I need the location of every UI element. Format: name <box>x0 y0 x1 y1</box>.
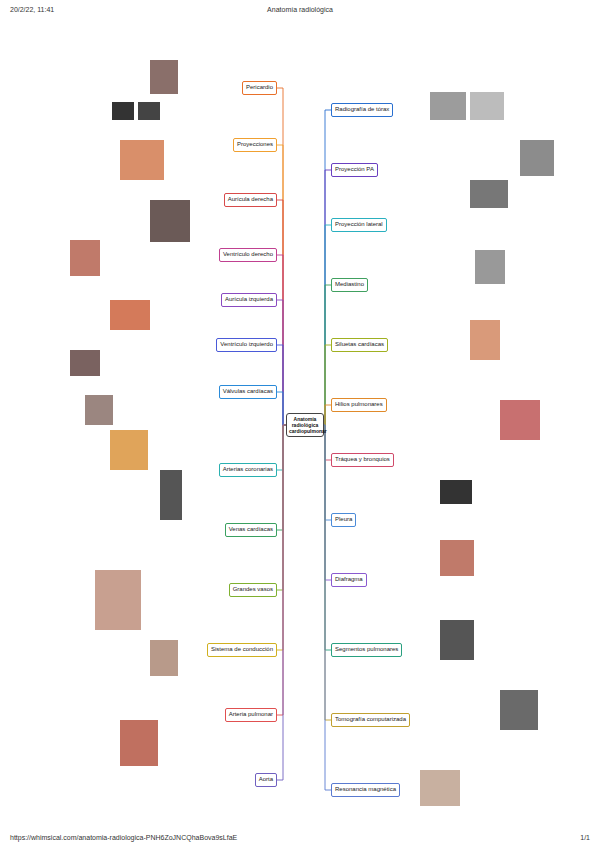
branch-topic: Venas cardíacas <box>225 523 277 536</box>
topic-text: Segmentos pulmonares <box>335 646 398 653</box>
branch-connector <box>277 255 286 425</box>
branch-connector <box>277 425 286 780</box>
branch-connector <box>277 392 286 425</box>
branch-topic: Pericardio <box>242 81 277 94</box>
branch-topic: Aurícula derecha <box>224 193 277 206</box>
branch-topic: Aurícula izquierda <box>221 293 277 306</box>
branch-topic: Válvulas cardíacas <box>219 385 277 398</box>
branch-connector <box>324 110 331 425</box>
topic-text: Venas cardíacas <box>229 526 273 533</box>
branch-topic: Grandes vasos <box>229 583 277 596</box>
topic-text: Proyección PA <box>335 166 374 173</box>
branch-topic: Tomografía computarizada <box>331 713 410 726</box>
topic-text: Aurícula izquierda <box>225 296 273 303</box>
branch-topic: Pleura <box>331 513 356 526</box>
branch-connector <box>277 425 286 650</box>
topic-text: Siluetas cardíacas <box>335 341 384 348</box>
topic-text: Grandes vasos <box>233 586 273 593</box>
branch-topic: Arterias coronarias <box>219 463 277 476</box>
branch-topic: Proyecciones <box>233 138 277 151</box>
branch-topic: Tráquea y bronquios <box>331 453 394 466</box>
topic-text: Arterias coronarias <box>223 466 273 473</box>
branch-topic: Hilios pulmonares <box>331 398 387 411</box>
date-header: 20/2/22, 11:41 <box>10 6 54 13</box>
branch-connector <box>324 170 331 425</box>
branch-connector <box>324 425 331 790</box>
branch-topic: Radiografía de tórax <box>331 103 393 116</box>
topic-text: Anatomía radiológica cardiopulmonar <box>289 416 321 434</box>
branch-connector <box>324 285 331 425</box>
branch-connector <box>277 425 286 470</box>
topic-text: Tomografía computarizada <box>335 716 406 723</box>
branch-connector <box>277 425 286 715</box>
branch-topic: Segmentos pulmonares <box>331 643 402 656</box>
branch-connector <box>324 345 331 425</box>
page-title: Anatomía radiológica <box>267 6 333 13</box>
branch-connector <box>277 425 286 590</box>
topic-text: Hilios pulmonares <box>335 401 383 408</box>
central-topic: Anatomía radiológica cardiopulmonar <box>286 413 324 437</box>
branch-connector <box>277 200 286 425</box>
topic-text: Aurícula derecha <box>228 196 273 203</box>
topic-text: Tráquea y bronquios <box>335 456 390 463</box>
branch-topic: Resonancia magnética <box>331 783 400 796</box>
branch-connector <box>324 405 331 425</box>
branch-topic: Arteria pulmonar <box>225 708 277 721</box>
branch-connector <box>277 145 286 425</box>
topic-text: Proyecciones <box>237 141 273 148</box>
topic-text: Arteria pulmonar <box>229 711 273 718</box>
topic-text: Proyección lateral <box>335 221 383 228</box>
topic-text: Pericardio <box>246 84 273 91</box>
topic-text: Sistema de conducción <box>211 646 273 653</box>
branch-topic: Ventrículo izquierdo <box>216 338 277 351</box>
url-footer: https://whimsical.com/anatomia-radiologi… <box>10 834 237 841</box>
topic-text: Mediastino <box>335 281 364 288</box>
page-number: 1/1 <box>580 834 590 841</box>
topic-text: Aorta <box>259 776 273 783</box>
topic-text: Ventrículo derecho <box>223 251 273 258</box>
branch-topic: Aorta <box>255 773 277 786</box>
branch-topic: Mediastino <box>331 278 368 291</box>
topic-text: Diafragma <box>335 576 363 583</box>
branch-connector <box>277 300 286 425</box>
branch-topic: Proyección lateral <box>331 218 387 231</box>
branch-connector <box>277 88 286 425</box>
branch-topic: Proyección PA <box>331 163 378 176</box>
branch-topic: Siluetas cardíacas <box>331 338 388 351</box>
branch-topic: Diafragma <box>331 573 367 586</box>
branch-connector <box>324 225 331 425</box>
thumbnail-images <box>70 60 554 806</box>
branch-connector <box>277 425 286 530</box>
branch-topic: Sistema de conducción <box>207 643 277 656</box>
topic-text: Resonancia magnética <box>335 786 396 793</box>
topic-text: Radiografía de tórax <box>335 106 389 113</box>
branch-connector <box>277 345 286 425</box>
topic-text: Válvulas cardíacas <box>223 388 273 395</box>
topic-text: Pleura <box>335 516 352 523</box>
topic-text: Ventrículo izquierdo <box>220 341 273 348</box>
branch-topic: Ventrículo derecho <box>219 248 277 261</box>
